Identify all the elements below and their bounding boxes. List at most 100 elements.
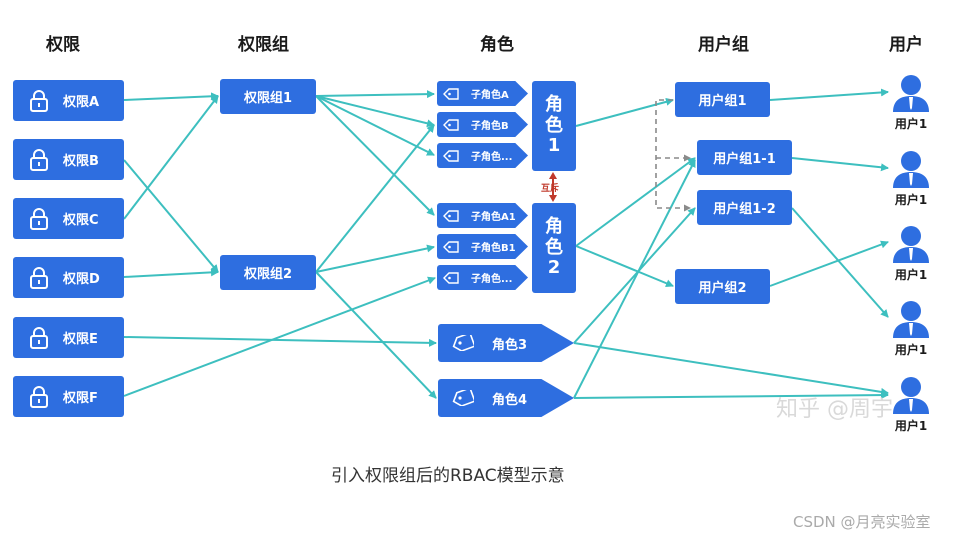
watermark-zhihu: 知乎 @周宇 [776,397,893,422]
tag-icon [443,271,459,284]
edge-permA-group1 [123,92,219,101]
edge-group1-subA1 [315,95,435,216]
edge-group1-subA [315,90,435,99]
user-group-1-1: 用户组1-1 [697,140,792,175]
header-users: 用户 [889,35,923,55]
edge-permB-group2 [123,159,219,273]
user-group-2: 用户组2 [675,269,770,304]
permission-node: 权限F [13,376,124,417]
user-label: 用户1 [894,117,928,131]
edge-role2-ug2 [575,245,674,288]
header-roles: 角色 [480,35,514,55]
edge-ug2-user3 [769,240,889,287]
user-group-label: 用户组1-1 [713,152,776,167]
user-node: 用户1 [887,74,935,132]
sub-role-label: 子角色B1 [471,243,516,254]
user-group-label: 用户组1-2 [713,202,776,217]
sub-role-label: 子角色B [471,121,509,132]
diagram-caption: 引入权限组后的RBAC模型示意 [331,466,565,486]
role-1-char: 1 [547,135,561,157]
permission-label: 权限D [63,272,100,287]
sub-role: 子角色B [437,112,528,137]
user-group-label: 用户组1 [698,94,747,109]
sub-role-label: 子角色A1 [471,212,516,223]
edge-role3-ug12 [573,207,696,344]
tag-icon [443,149,459,162]
role-1-char: 色 [545,114,563,136]
lock-icon [30,385,48,408]
sub-role: 子角色B1 [437,234,528,259]
edge-group2-subB1 [315,244,435,273]
permission-node: 权限E [13,317,124,358]
sub-role: 子角色A1 [437,203,528,228]
edge-role2-ug11 [575,157,696,247]
role-2-char: 2 [547,257,561,279]
tag-icon [443,240,459,253]
edge-group2-subB [315,124,435,273]
user-group-1-2: 用户组1-2 [697,190,792,225]
role-1-char: 角 [545,93,563,115]
permission-group-label: 权限组2 [243,267,293,282]
user-icon [893,75,929,112]
tag-icon [443,209,459,222]
user-icon [893,377,929,414]
permission-node: 权限A [13,80,124,121]
role-3-label: 角色3 [492,337,528,353]
edge-ug12-user4 [791,207,889,318]
edge-permF-sub3 [123,276,436,397]
header-permission-groups: 权限组 [238,35,289,55]
user-label: 用户1 [894,419,928,433]
edge-role4-user5 [573,391,889,400]
edge-ug11-user2 [791,157,889,172]
tag-icon [443,87,459,100]
user-icon [893,226,929,263]
user-icon [893,301,929,338]
lock-icon [30,148,48,171]
tag-icon [443,118,459,131]
permission-label: 权限F [63,391,98,406]
permission-group-label: 权限组1 [243,91,293,106]
header-permissions: 权限 [46,35,80,55]
sub-role-label: 子角色... [471,274,513,285]
role-4-label: 角色4 [492,392,528,408]
permission-group-1: 权限组1 [220,79,316,114]
sub-role: 子角色... [437,143,528,168]
role-2-char: 角 [545,215,563,237]
user-label: 用户1 [894,193,928,207]
permission-label: 权限B [63,154,99,169]
edge-role1-ug1 [575,97,674,127]
permission-node: 权限C [13,198,124,239]
user-node: 用户1 [887,300,935,358]
user-group-1: 用户组1 [675,82,770,117]
role-1: 角 色 1 [532,81,576,171]
lock-icon [30,207,48,230]
header-user-groups: 用户组 [698,35,749,55]
edge-permC-group1 [123,95,219,220]
sub-role-label: 子角色... [471,152,513,163]
tag-icon [452,335,474,351]
user-label: 用户1 [894,343,928,357]
sub-role-label: 子角色A [471,90,509,101]
permission-node: 权限B [13,139,124,180]
role-3: 角色3 [438,324,574,362]
sub-role: 子角色... [437,265,528,290]
user-icon [893,151,929,188]
permission-label: 权限C [63,213,99,228]
tag-icon [452,390,474,406]
edge-group1-subB [315,95,435,128]
role-4: 角色4 [438,379,574,417]
user-node: 用户1 [887,225,935,283]
permission-group-2: 权限组2 [220,255,316,290]
edge-group1-sub3 [315,95,435,156]
role-2: 角 色 2 [532,203,576,293]
lock-icon [30,266,48,289]
edge-permD-group2 [123,268,219,278]
watermark-csdn: CSDN @月亮实验室 [793,513,931,531]
edge-role3-user5 [573,342,889,396]
user-group-label: 用户组2 [698,281,747,296]
permission-label: 权限E [63,332,98,347]
user-label: 用户1 [894,268,928,282]
edge-group2-role4 [315,271,437,399]
permission-label: 权限A [63,95,100,110]
